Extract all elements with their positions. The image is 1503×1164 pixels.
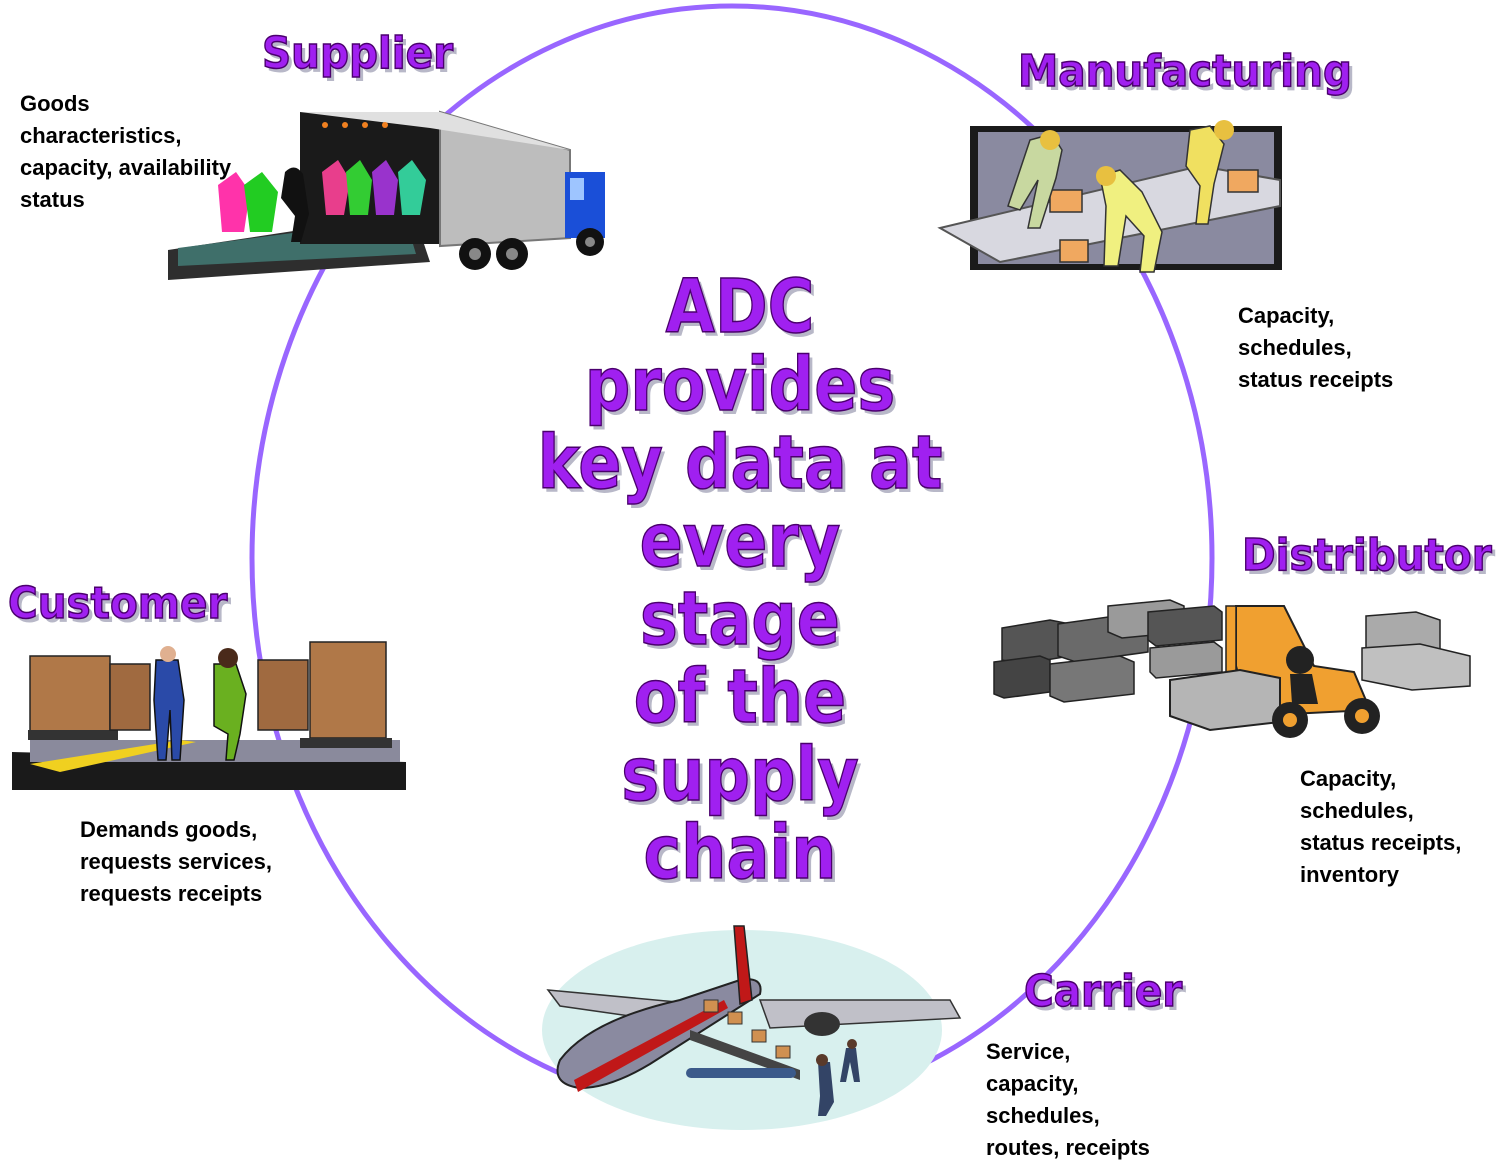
carrier-description: Service, capacity, schedules, routes, re… <box>986 1036 1150 1164</box>
distributor-description-line: inventory <box>1300 862 1400 887</box>
center-heading-line: of the <box>633 654 847 740</box>
distributor-description-line: status receipts, <box>1300 830 1462 855</box>
manufacturing-description-line: Capacity, <box>1238 303 1335 328</box>
supplier-description-line: characteristics, <box>20 123 182 148</box>
distributor-description-line: Capacity, <box>1300 766 1397 791</box>
customer-title: Customer <box>7 578 228 629</box>
factory-workers-icon <box>937 120 1282 273</box>
carrier-title: Carrier <box>1023 966 1183 1017</box>
supplier-title: Supplier <box>261 28 454 79</box>
distributor-title: Distributor <box>1241 530 1492 581</box>
customer-description-line: requests receipts <box>80 881 263 906</box>
cargo-airplane-icon <box>542 925 962 1130</box>
distributor-description-line: schedules, <box>1300 798 1414 823</box>
center-heading-line: chain <box>643 810 837 896</box>
customer-description-line: requests services, <box>80 849 273 874</box>
distributor-description: Capacity, schedules, status receipts, in… <box>1300 763 1461 891</box>
manufacturing-description-line: status receipts <box>1238 367 1394 392</box>
center-heading-line: every stage <box>639 498 841 662</box>
manufacturing-description-line: schedules, <box>1238 335 1352 360</box>
manufacturing-title: Manufacturing <box>1017 46 1352 97</box>
supplier-description-line: capacity, availability <box>20 155 232 180</box>
center-heading-line: key data at <box>537 420 943 506</box>
carrier-description-line: capacity, <box>986 1071 1079 1096</box>
supplier-description-line: Goods <box>20 91 90 116</box>
manufacturing-description: Capacity, schedules, status receipts <box>1238 300 1393 396</box>
supplier-description: Goods characteristics, capacity, availab… <box>20 88 231 216</box>
customer-description-line: Demands goods, <box>80 817 258 842</box>
carrier-description-line: schedules, <box>986 1103 1100 1128</box>
center-heading-line: supply <box>621 732 860 818</box>
carrier-description-line: Service, <box>986 1039 1071 1064</box>
center-heading-line: ADC <box>665 264 815 350</box>
delivery-truck-icon <box>168 110 605 280</box>
center-heading-line: provides <box>584 342 896 428</box>
supplier-description-line: status <box>20 187 85 212</box>
carrier-description-line: routes, receipts <box>986 1135 1150 1160</box>
warehouse-customers-icon <box>12 641 406 790</box>
forklift-warehouse-icon <box>993 599 1471 738</box>
customer-description: Demands goods, requests services, reques… <box>80 814 272 910</box>
center-heading: ADC provides key data at every stage of … <box>534 264 947 896</box>
